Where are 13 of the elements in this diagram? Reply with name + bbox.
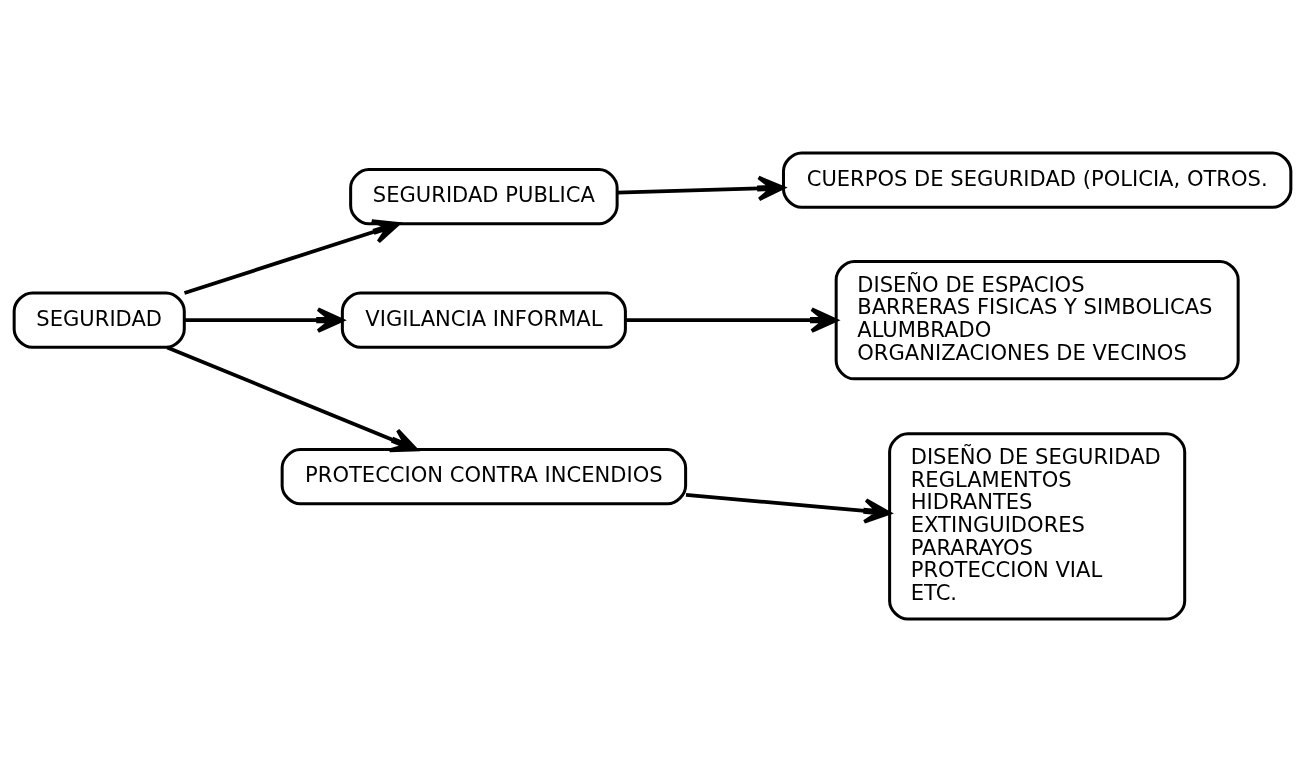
node-box: DISEÑO DE SEGURIDAD REGLAMENTOS HIDRANTES EXTINGUIDORES PARARAYOS PROTECCION VIAL ETC. bbox=[888, 431, 1187, 620]
arrow bbox=[625, 306, 838, 333]
node-box: DISEÑO DE ESPACIOS BARRERAS FISICAS Y SIMBOLICAS ALUMBRADO ORGANIZACIONES DE VECINOS bbox=[834, 259, 1240, 380]
node-box: VIGILANCIA INFORMAL bbox=[340, 291, 627, 349]
arrow bbox=[184, 306, 345, 333]
arrow bbox=[166, 345, 418, 452]
node-box: SEGURIDAD bbox=[12, 291, 186, 349]
node-box: CUERPOS DE SEGURIDAD (POLICIA, OTROS. bbox=[781, 151, 1293, 209]
arrow bbox=[685, 492, 892, 524]
node-box: SEGURIDAD PUBLICA bbox=[349, 167, 619, 225]
arrow bbox=[183, 218, 401, 295]
arrow bbox=[617, 175, 785, 201]
node-box: PROTECCION CONTRA INCENDIOS bbox=[280, 447, 688, 505]
